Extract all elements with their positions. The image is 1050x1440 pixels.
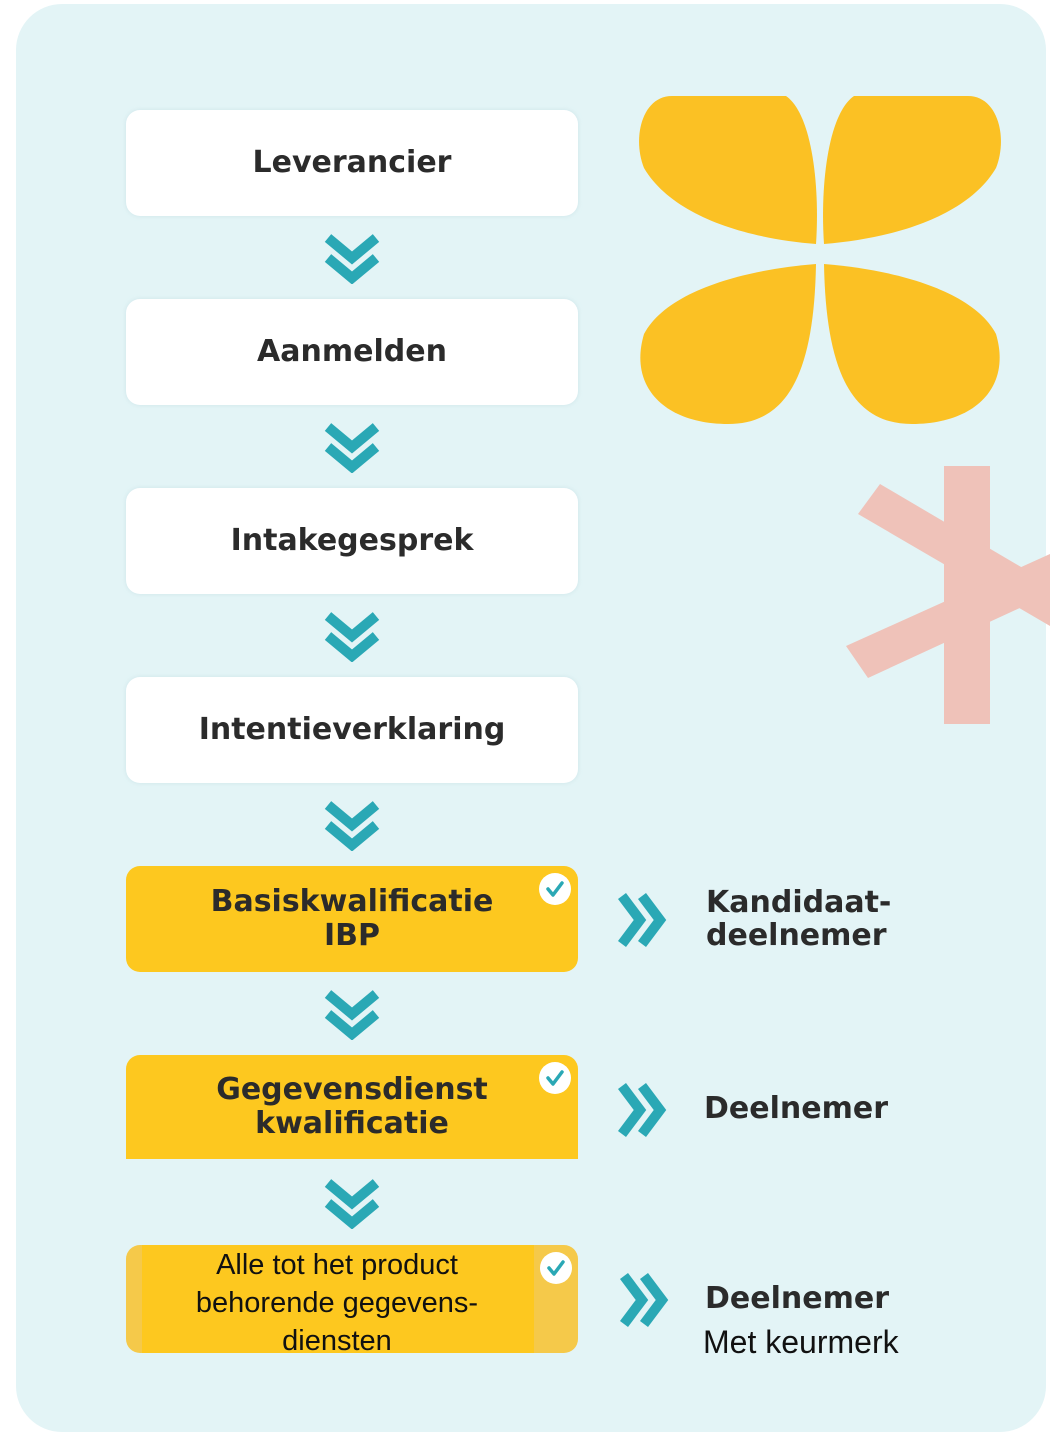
label-highlight <box>142 1245 534 1353</box>
double-chevron-down-icon <box>324 234 380 284</box>
asterisk-decoration-icon <box>846 466 1050 724</box>
double-chevron-down-icon <box>324 423 380 473</box>
step-label: Intakegesprek <box>230 523 474 559</box>
check-circle-icon <box>539 1062 571 1094</box>
step-leverancier: Leverancier <box>126 110 578 216</box>
double-chevron-down-icon <box>324 801 380 851</box>
step-label: Leverancier <box>252 145 452 181</box>
step-label: Intentieverklaring <box>198 712 506 748</box>
step-aanmelden: Aanmelden <box>126 299 578 405</box>
step-label: Aanmelden <box>257 334 447 370</box>
check-circle-icon <box>540 1252 572 1284</box>
double-chevron-down-icon <box>324 990 380 1040</box>
double-chevron-down-icon <box>324 1179 380 1229</box>
step-intakegesprek: Intakegesprek <box>126 488 578 594</box>
outcome-deelnemer-keurmerk: Deelnemer <box>705 1281 889 1316</box>
outcome-sublabel: Met keurmerk <box>703 1324 899 1360</box>
step-alle-gegevensdiensten: Alle tot het product behorende gegevens-… <box>126 1245 578 1357</box>
double-chevron-right-icon <box>618 893 667 947</box>
step-gegevensdienst-kwalificatie: Gegevensdienst kwalificatie <box>126 1055 578 1159</box>
double-chevron-down-icon <box>324 612 380 662</box>
outcome-kandidaat-deelnemer: Kandidaat- deelnemer <box>706 885 892 953</box>
flower-decoration-icon <box>639 96 1001 424</box>
check-circle-icon <box>539 873 571 905</box>
outcome-deelnemer: Deelnemer <box>704 1091 888 1126</box>
step-label: Gegevensdienst kwalificatie <box>216 1072 488 1141</box>
double-chevron-right-icon <box>618 1083 667 1137</box>
double-chevron-right-icon <box>620 1273 669 1327</box>
step-label: Alle tot het product behorende gegevens-… <box>195 1249 479 1357</box>
step-basiskwalificatie: Basiskwalificatie IBP <box>126 866 578 972</box>
step-label: Basiskwalificatie IBP <box>210 884 494 953</box>
step-intentieverklaring: Intentieverklaring <box>126 677 578 783</box>
